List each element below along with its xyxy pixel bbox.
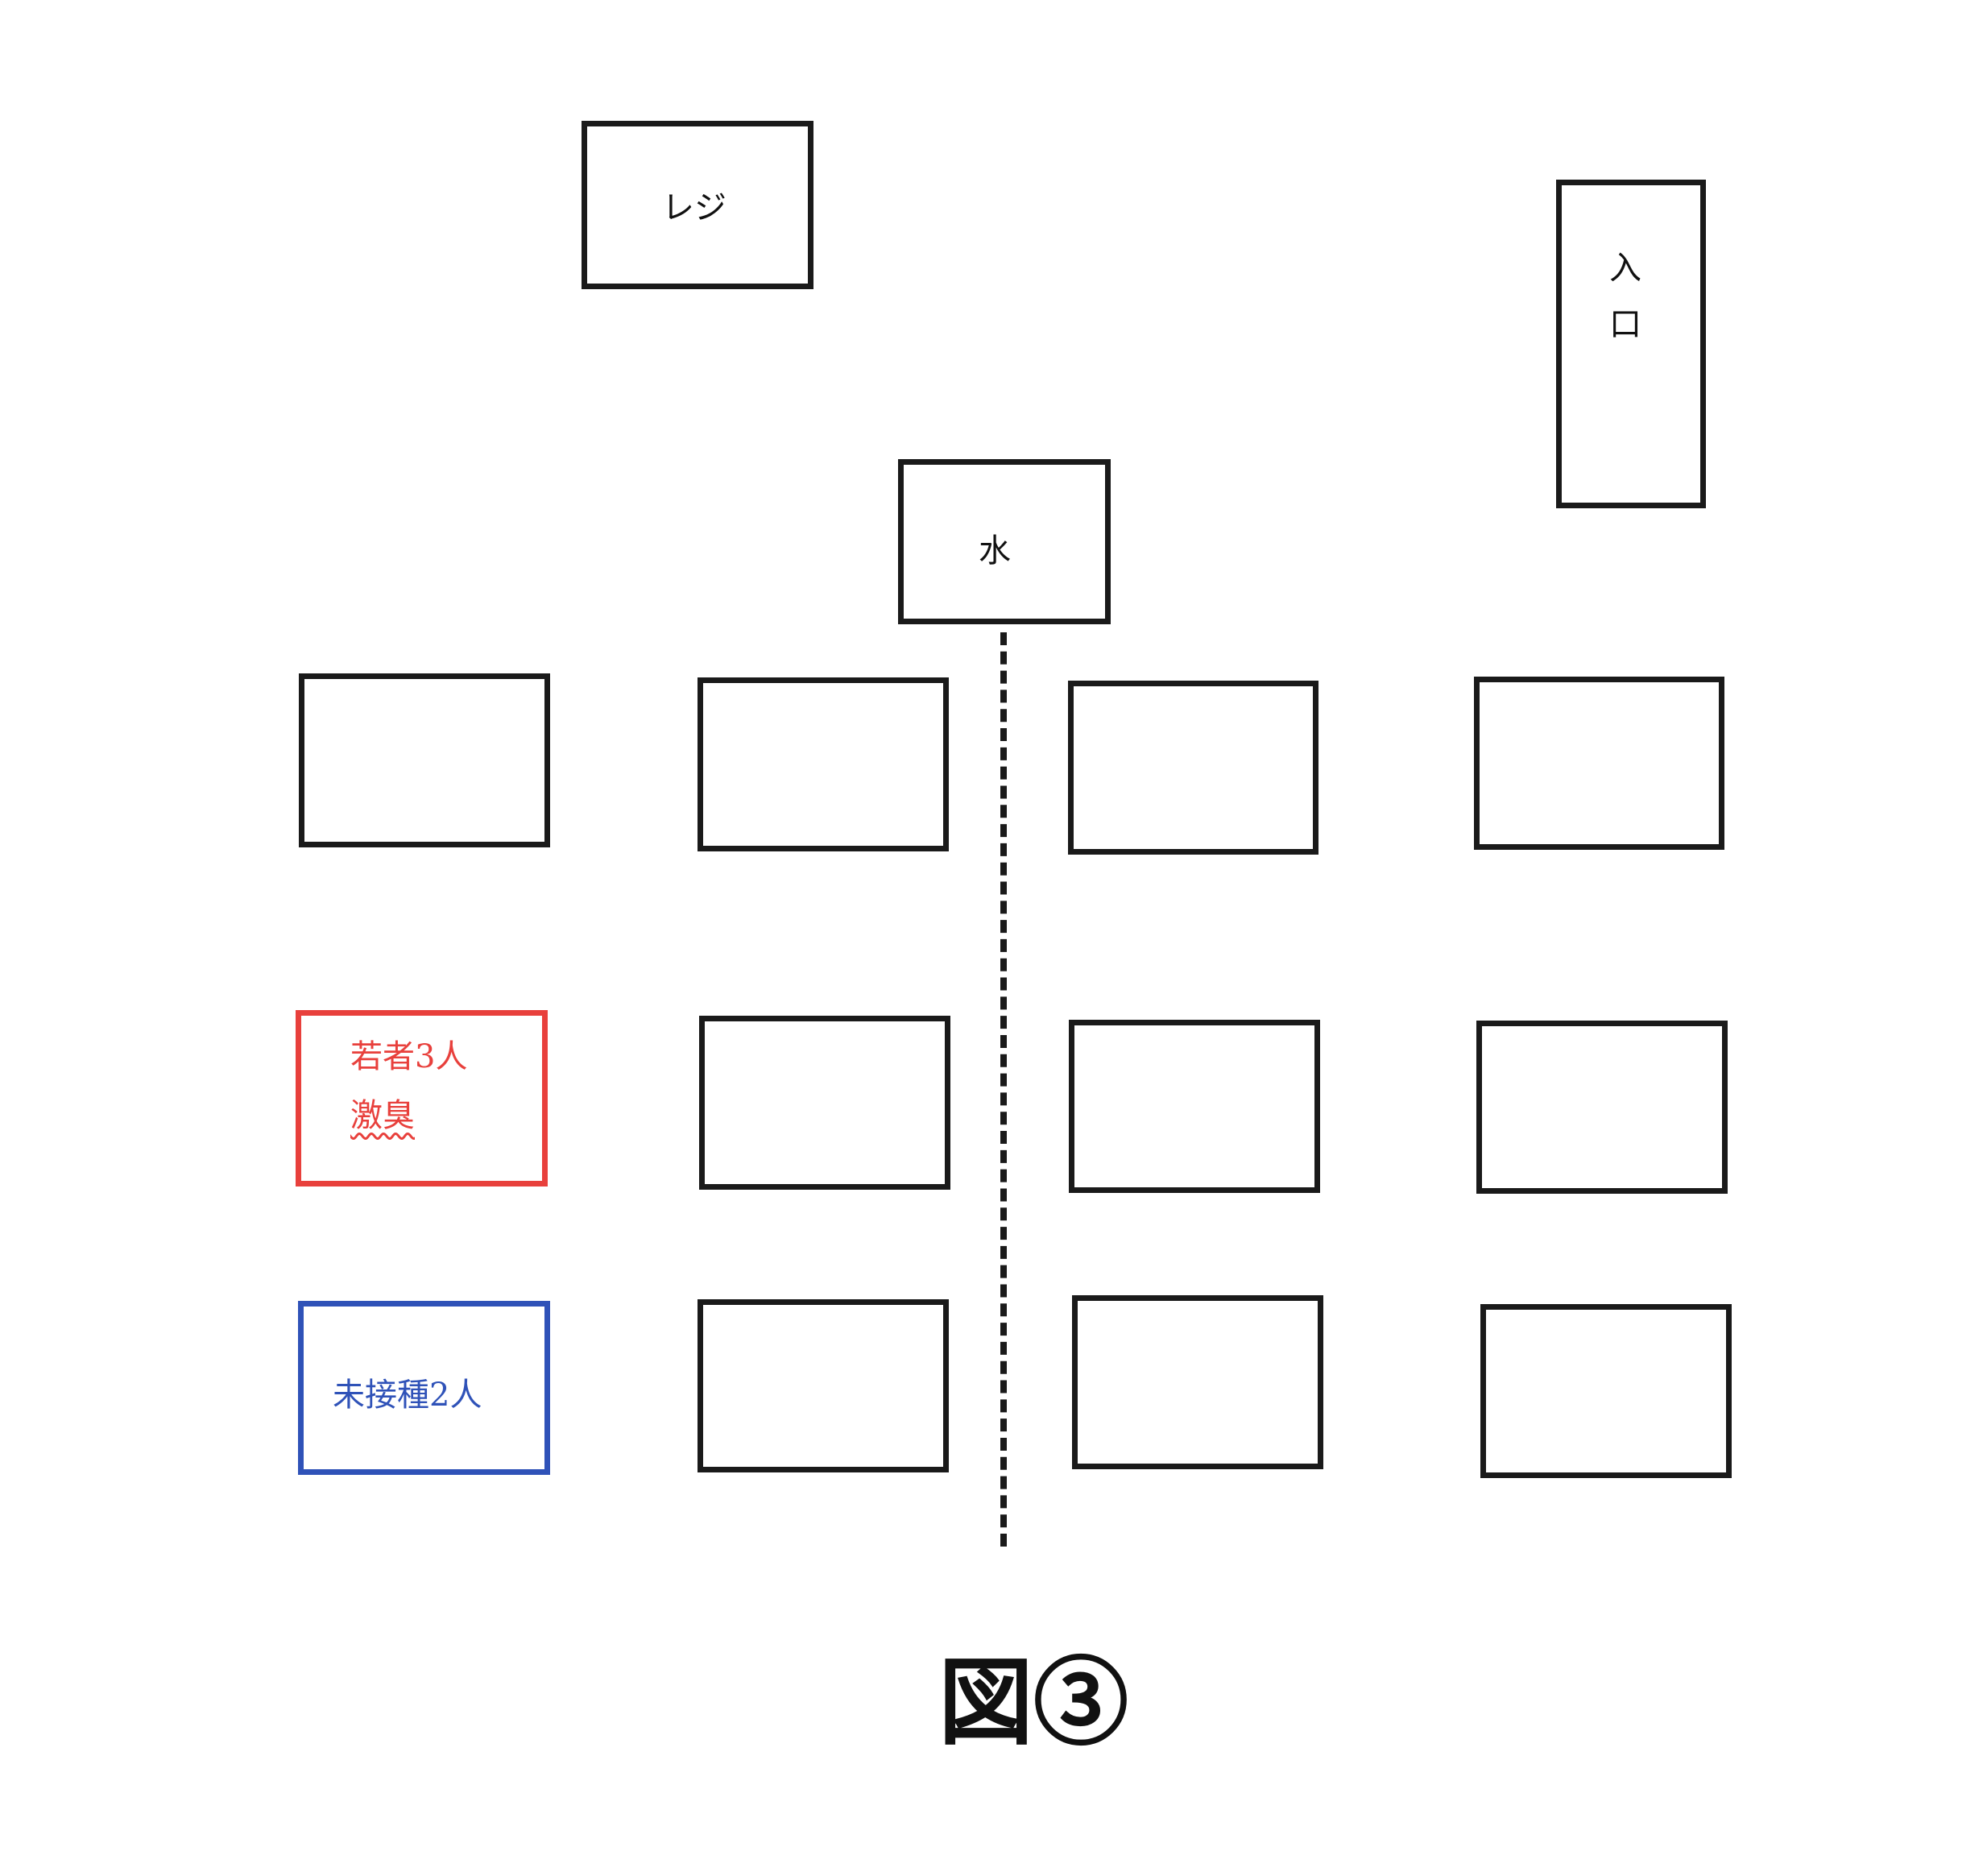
- table-row3-col4: [1480, 1304, 1732, 1478]
- entrance-label: 入 口: [1601, 252, 1650, 365]
- table-row2-col4: [1476, 1021, 1728, 1194]
- table-row1-col2: [698, 677, 949, 851]
- entrance-label-char-2: 口: [1609, 306, 1641, 343]
- table-young-group: [296, 1010, 548, 1186]
- bad-smell-label: 激臭: [350, 1097, 415, 1134]
- table-row1-col1: [299, 673, 550, 847]
- table-row1-col3: [1068, 681, 1318, 855]
- table-row3-col3: [1072, 1295, 1323, 1469]
- entrance-label-char-1: 入: [1609, 250, 1641, 287]
- table-row2-col3: [1069, 1020, 1320, 1193]
- water-label: 水: [979, 532, 1011, 569]
- young-group-label: 若者3人: [350, 1038, 468, 1075]
- register-box: [582, 121, 813, 289]
- table-row1-col4: [1474, 677, 1724, 850]
- table-unvaccinated-group: [298, 1301, 550, 1475]
- table-row3-col2: [698, 1299, 949, 1472]
- entrance-box: [1556, 180, 1706, 508]
- dotted-divider-line: [1000, 632, 1007, 1547]
- unvaccinated-group-label: 未接種2人: [333, 1377, 482, 1414]
- table-row2-col2: [699, 1016, 950, 1190]
- figure-caption: 図③: [938, 1646, 1129, 1758]
- water-box: [898, 459, 1111, 624]
- register-label: レジ: [662, 189, 726, 226]
